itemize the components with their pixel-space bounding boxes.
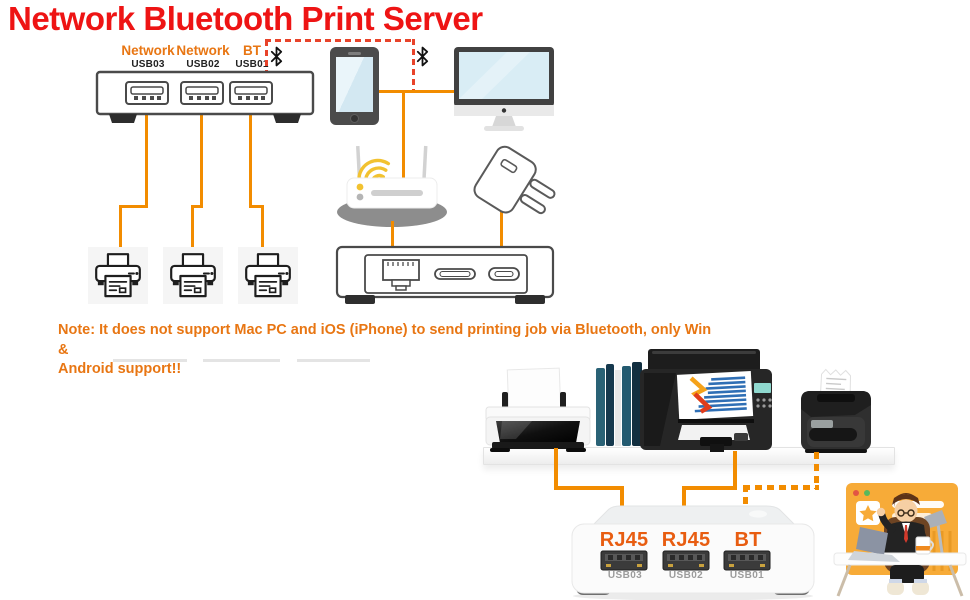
person-cartoon [833,483,967,597]
connector-line [191,205,203,208]
inkjet-printer [485,367,591,452]
shadow [297,359,370,362]
note-text: Note: It does not support Mac PC and iOS… [58,321,718,380]
bluetooth-icon [416,46,429,67]
usb-port [600,550,648,571]
smartphone [330,47,379,125]
top-port-label-usb02: Network USB02 [176,44,229,70]
phone-home-button [350,114,359,123]
connector-line [379,90,455,93]
print-server-device-top [95,70,315,123]
shadow [113,359,187,362]
connector-line [191,205,194,249]
top-port-label-usb01: BT USB01 [235,44,268,70]
note-line-2: Android support!! [58,361,182,377]
connector-line [119,205,148,208]
bluetooth-dashed-line [265,39,415,42]
printer-icon [163,247,223,304]
top-port-label-usb03: Network USB03 [121,44,174,70]
bottom-port-label: BT [734,529,762,551]
printer-icon [88,247,148,304]
port-type-label: Network [176,43,230,58]
connector-line [261,205,264,249]
bottom-usb-label: USB03 [607,570,643,581]
port-type-label: Network [121,43,175,58]
connector-line [402,90,405,188]
port-usb-label: USB02 [186,58,220,70]
bluetooth-dashed-line [412,39,415,92]
note-line-1: Note: It does not support Mac PC and iOS… [58,322,712,358]
bluetooth-dashed-connector [814,452,819,489]
port-type-label: BT [243,43,261,58]
bluetooth-dashed-connector [743,485,819,490]
printer-icon [238,247,298,304]
desktop-monitor [454,47,554,131]
bluetooth-icon [270,46,283,67]
bottom-port-label: RJ45 [661,529,711,551]
print-server-rear [335,245,555,304]
connector-line [554,486,624,490]
wifi-router [337,145,447,227]
shadow [203,359,280,362]
port-usb-label: USB03 [131,58,165,70]
print-server-device-bottom [571,505,815,600]
printer-lcd [754,383,771,393]
connector-line [620,486,624,514]
connector-line [119,205,122,249]
connector-line [391,221,394,267]
connector-line [682,486,737,490]
laser-printer [640,349,772,452]
connector-line [200,103,203,207]
connector-line [145,103,148,207]
bottom-usb-label: USB01 [729,570,765,581]
phone-screen [336,57,373,112]
connector-line [249,205,264,208]
port-usb-label: USB01 [235,58,269,70]
connector-line [249,103,252,207]
power-adapter [473,145,556,215]
connector-line [733,451,737,489]
bottom-port-label: RJ45 [599,529,649,551]
page-title: Network Bluetooth Print Server [8,0,483,37]
thermal-printer [801,368,871,453]
bluetooth-dashed-connector [743,485,748,512]
usb-port [662,550,710,571]
phone-speaker [348,52,361,55]
connector-line [500,199,503,271]
bottom-usb-label: USB02 [668,570,704,581]
connector-line [682,486,686,514]
bluetooth-dashed-line [265,40,268,73]
connector-line [554,448,558,489]
usb-port [723,550,771,571]
books [596,362,642,446]
